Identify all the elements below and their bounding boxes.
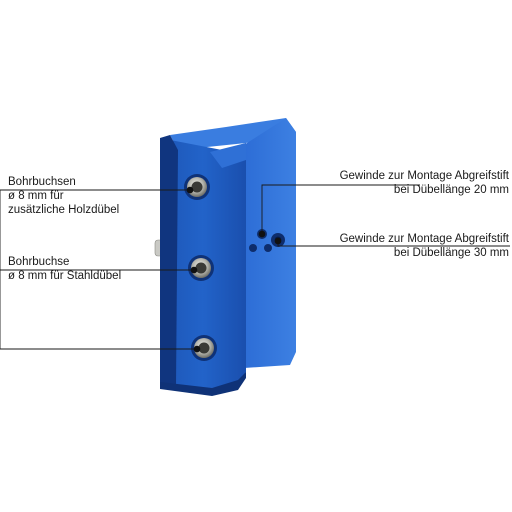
callout-gewinde-30-line2: bei Dübellänge 30 mm bbox=[393, 247, 509, 259]
callout-gewinde-30: Gewinde zur Montage Abgreifstift bei Düb… bbox=[340, 232, 509, 260]
block-bottom-edge bbox=[160, 372, 246, 396]
leader-dot-thread-20 bbox=[258, 230, 266, 238]
callout-gewinde-30-line1: Gewinde zur Montage Abgreifstift bbox=[339, 233, 509, 245]
block-front-chamfer bbox=[210, 143, 246, 168]
leader-dot-thread-30 bbox=[274, 237, 282, 245]
callout-bohrbuchse-line1: Bohrbuchse bbox=[8, 256, 70, 268]
callout-bohrbuchse: Bohrbuchse ø 8 mm für Stahldübel bbox=[8, 255, 121, 283]
callout-bohrbuchsen-line3: zusätzliche Holzdübel bbox=[8, 204, 120, 216]
callout-bohrbuchsen-line2: ø 8 mm für bbox=[8, 190, 64, 202]
leader-dot-bushing-top bbox=[186, 186, 194, 194]
callout-gewinde-20: Gewinde zur Montage Abgreifstift bei Düb… bbox=[340, 169, 509, 197]
callout-gewinde-20-line1: Gewinde zur Montage Abgreifstift bbox=[339, 170, 509, 182]
bushing-middle bbox=[188, 255, 214, 281]
leader-dot-bushing-middle bbox=[190, 266, 198, 274]
callout-gewinde-20-line2: bei Dübellänge 20 mm bbox=[393, 184, 509, 196]
block-top-face bbox=[170, 118, 296, 150]
leader-dots bbox=[186, 186, 282, 353]
bushing-top bbox=[184, 174, 210, 200]
bushing-bottom bbox=[191, 335, 217, 361]
callout-bohrbuchsen-line1: Bohrbuchsen bbox=[8, 176, 76, 188]
callout-bohrbuchse-line2: ø 8 mm für Stahldübel bbox=[8, 270, 122, 282]
leader-bohrbuchsen-bottom bbox=[0, 190, 196, 350]
wooden-block-part bbox=[154, 118, 296, 396]
leader-gewinde-20 bbox=[261, 184, 420, 234]
thread-hole-small bbox=[249, 244, 272, 252]
block-left-edge bbox=[160, 135, 178, 386]
leader-dot-bushing-bottom bbox=[193, 345, 201, 353]
callout-bohrbuchsen: Bohrbuchsen ø 8 mm für zusätzliche Holzd… bbox=[8, 175, 119, 217]
